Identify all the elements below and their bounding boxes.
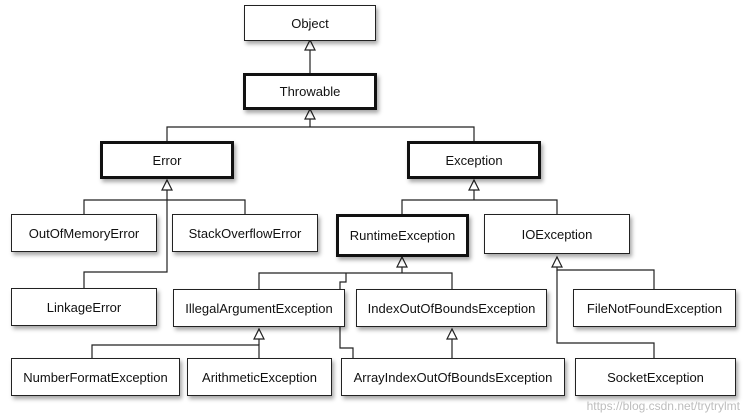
edge-runtime-children [258,272,453,289]
arrowhead-runtime [396,255,408,268]
arrowhead-io [551,255,563,268]
edge-illegal-children [91,344,260,358]
edge-oom-error [83,199,246,214]
node-array-index-out-of-bounds-exception: ArrayIndexOutOfBoundsException [341,358,565,396]
edge-io-filenotfound [556,265,655,289]
node-linkage-error: LinkageError [11,288,157,326]
edge-io-socket [556,270,655,358]
node-socket-exception: SocketException [575,358,736,396]
arrowhead-index [446,327,458,340]
node-exception: Exception [407,141,541,179]
node-illegal-argument-exception: IllegalArgumentException [173,289,345,327]
node-arithmetic-exception: ArithmeticException [187,358,332,396]
arrowhead-throwable [304,107,316,120]
node-file-not-found-exception: FileNotFoundException [573,289,736,327]
arrowhead-illegal [253,327,265,340]
node-index-out-of-bounds-exception: IndexOutOfBoundsException [356,289,547,327]
edge-runtime-io-exception [401,199,558,214]
arrowhead-object [304,38,316,51]
node-io-exception: IOException [484,214,630,254]
arrowhead-exception [468,178,480,191]
node-number-format-exception: NumberFormatException [11,358,180,396]
node-error: Error [100,141,234,179]
watermark-text: https://blog.csdn.net/trytrylmt [586,399,740,413]
edge-error-exception-throwable [166,126,475,142]
node-stack-overflow-error: StackOverflowError [172,214,318,252]
node-throwable: Throwable [243,73,377,110]
node-runtime-exception: RuntimeException [336,214,469,257]
node-object: Object [244,5,376,41]
arrowhead-error [161,178,173,191]
node-out-of-memory-error: OutOfMemoryError [11,214,157,252]
edge-linkage-error [83,200,168,288]
